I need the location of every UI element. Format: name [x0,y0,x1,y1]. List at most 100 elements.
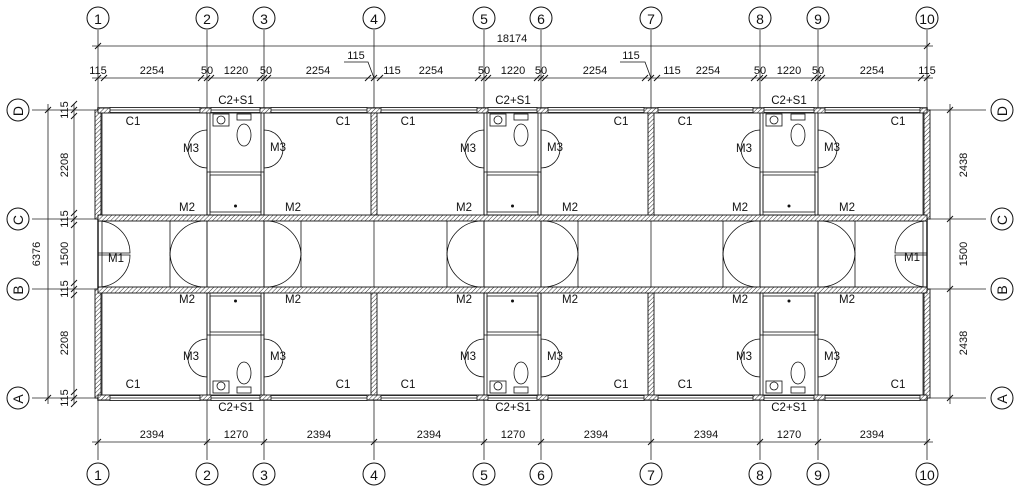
dim-right-segment: 2438 [958,153,970,177]
bath-door-swing [740,338,761,378]
grid-bubble-label: 2 [203,467,211,483]
label-bath-door: M3 [183,351,199,363]
shower-stall [483,171,542,216]
grid-bubble [990,207,1014,231]
label-room-door: M2 [732,202,748,214]
label-bath-set: C2+S1 [218,402,253,414]
outer-wall-inner [101,111,924,397]
dim-top-segment: 50 [754,65,766,77]
grid-bubble [86,462,110,486]
shower-stall-inner [486,174,539,213]
dim-tick [70,221,78,229]
grid-bubble [252,6,276,30]
toilet-bowl [513,123,529,147]
shower-stall-inner [762,174,816,213]
fixtures [212,113,806,394]
grid-bubble-label: C [994,215,1010,225]
floor-drain [234,204,237,208]
label-window: C1 [336,116,351,128]
grid-bubble [6,207,30,231]
shower-stall [206,171,265,216]
dim-tick [760,74,768,82]
end-door-swing [97,254,131,288]
label-bath-set: C2+S1 [495,95,530,107]
label-bath-door: M3 [270,142,286,154]
grid-bubble [472,462,496,486]
dim-tick [814,438,822,446]
end-door-swing [894,220,928,254]
bath-door-swing [540,129,561,169]
toilet-tank [513,386,529,394]
dim-top-segment: 115 [663,65,681,77]
label-bath-set: C2+S1 [771,402,806,414]
grid-bubble-label: 4 [370,467,378,483]
shower-stall-inner [762,295,816,333]
dim-tick [376,74,384,82]
grid-bubble [362,462,386,486]
grid-bubble-label: 6 [537,11,545,27]
room-door-swing [169,251,206,288]
grid-bubble [472,6,496,30]
label-room-door: M2 [732,294,748,306]
grid-bubble-label: 8 [756,467,764,483]
dim-tick [70,215,78,223]
toilet-bowl [790,361,806,385]
bath-door-swing [187,338,208,378]
grid-bubble [639,6,663,30]
outer-wall [97,107,928,401]
room-door-swing [169,220,206,257]
grid-bubble-label: 3 [260,11,268,27]
label-bath-set: C2+S1 [771,95,806,107]
dim-tick [484,74,492,82]
dim-right-segment: 1500 [958,242,970,266]
floor-drain [511,299,514,303]
dim-tick [946,215,954,223]
dim-tick [946,285,954,293]
label-bath-door: M3 [736,351,752,363]
grid-bubble [529,6,553,30]
floor-drain [511,204,514,208]
grid-bubble [915,6,939,30]
label-room-door: M2 [285,202,301,214]
label-bath-door: M3 [736,143,752,155]
room-door-swing [819,251,856,288]
dim-left-segment: 115 [59,101,71,119]
room-door-swing [265,251,302,288]
dim-tick [537,74,545,82]
dim-left-segment: 115 [59,280,71,298]
shower-stall-inner [209,174,262,213]
room-door-swing [446,220,483,257]
dim-tick [94,42,102,50]
toilet-tank [513,113,529,121]
bath-door-swing [263,129,284,169]
room-door-swing [819,220,856,257]
dim-top-segment: 50 [201,65,213,77]
module-wall [370,109,378,220]
shower-stall [206,292,265,336]
label-room-door: M2 [839,294,855,306]
grid-bubble [990,386,1014,410]
grid-bubble-label: 7 [647,11,655,27]
dim-bottom-segment: 2394 [584,429,608,441]
dim-tick [641,74,649,82]
dim-tick [756,74,764,82]
dim-tick [818,74,826,82]
label-window: C1 [401,379,416,391]
grid-bubble-label: 5 [480,467,488,483]
dim-tick [480,438,488,446]
dim-leader [620,61,652,79]
dim-right-segment: 2438 [958,331,970,355]
dim-tick [260,74,268,82]
end-door-swing [97,220,131,254]
label-room-door: M2 [179,294,195,306]
dim-tick [70,106,78,114]
grid-bubble-label: 4 [370,11,378,27]
label-bath-door: M3 [460,143,476,155]
toilet-tank [236,113,252,121]
dim-top-segment: 2254 [860,65,884,77]
label-window: C1 [678,116,693,128]
grid-bubble [6,277,30,301]
dim-tick [533,74,541,82]
dim-top-segment: 50 [478,65,490,77]
dim-tick [70,209,78,217]
